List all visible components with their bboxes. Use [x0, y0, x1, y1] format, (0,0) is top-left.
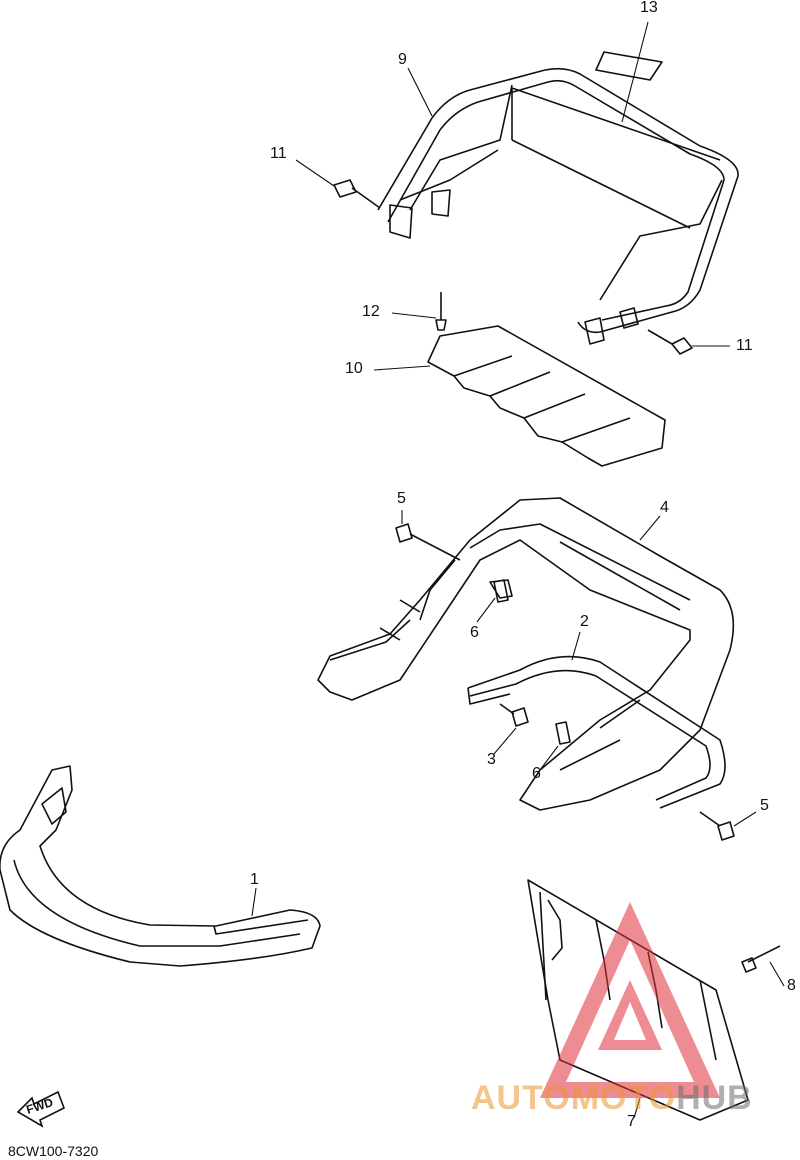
- catalog-code: 8CW100-7320: [8, 1143, 99, 1159]
- rivet-pin: [435, 292, 447, 331]
- callout-6: 6: [470, 624, 479, 641]
- callout-4: 4: [660, 499, 669, 516]
- callout-6: 6: [532, 765, 541, 782]
- bolt-5-lower: [699, 811, 735, 841]
- fwd-arrow-icon: [16, 1090, 66, 1128]
- callout-11: 11: [270, 145, 287, 162]
- rivet-8: [741, 945, 781, 973]
- rear-fender-frame: [317, 497, 735, 811]
- callout-12: 12: [362, 303, 380, 320]
- bolt-3: [499, 703, 529, 727]
- bolt-upper-right: [647, 329, 693, 355]
- front-bumper-bar: [0, 765, 321, 967]
- nut-6-lower: [555, 721, 571, 745]
- nut-6-upper: [493, 579, 509, 603]
- callout-9: 9: [398, 51, 407, 68]
- watermark-text: AUTOMOTOHUB: [471, 1079, 753, 1118]
- callout-7: 7: [627, 1113, 636, 1130]
- watermark-text-part-b: HUB: [676, 1079, 753, 1117]
- callout-2: 2: [580, 613, 589, 630]
- callout-1: 1: [250, 871, 259, 888]
- leader-lines: [251, 21, 785, 1119]
- label-decal: [595, 51, 663, 81]
- callout-8: 8: [787, 977, 796, 994]
- callout-5: 5: [760, 797, 769, 814]
- watermark-triangle-logo: [540, 902, 720, 1098]
- callout-13: 13: [640, 0, 658, 16]
- callout-11: 11: [736, 337, 753, 354]
- bolt-upper-left: [333, 179, 381, 209]
- rear-carrier-rack: [377, 67, 739, 345]
- bolt-5-upper: [395, 523, 461, 561]
- callout-10: 10: [345, 360, 363, 377]
- callout-5: 5: [397, 490, 406, 507]
- callout-3: 3: [487, 751, 496, 768]
- floor-plate: [427, 325, 666, 467]
- support-stay: [467, 655, 726, 809]
- watermark-text-part-a: AUTOMOTO: [471, 1079, 677, 1117]
